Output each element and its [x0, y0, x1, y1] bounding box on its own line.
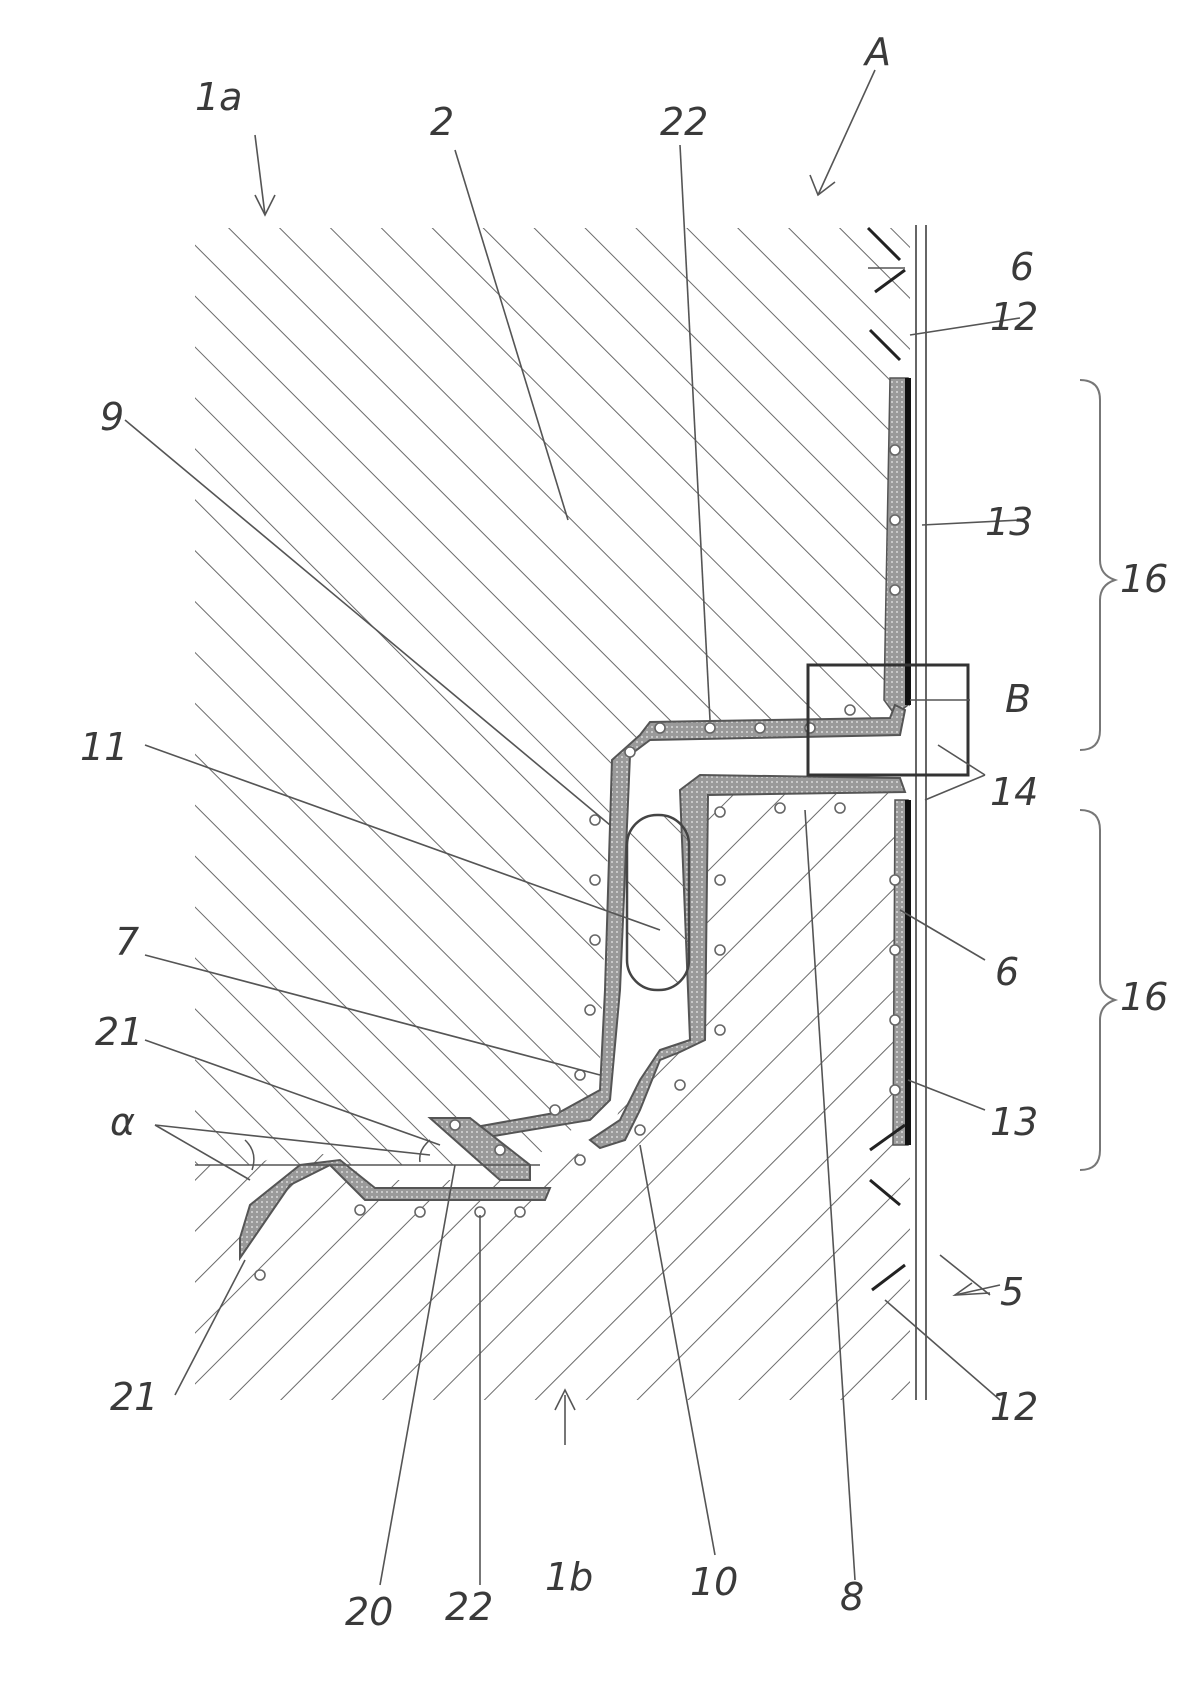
label-13-top: 13 [985, 500, 1033, 544]
label-2: 2 [430, 100, 454, 144]
label-6-top: 6 [1010, 245, 1034, 289]
adhesive-strip-13-lower [892, 799, 911, 1146]
lower-body-1b [195, 784, 910, 1400]
joint-line [195, 1139, 540, 1171]
leader-lines [124, 69, 1021, 1586]
seal-element-11 [625, 813, 691, 992]
label-8: 8 [840, 1575, 864, 1619]
label-22-bottom: 22 [445, 1585, 493, 1629]
label-21-bottom: 21 [110, 1375, 158, 1419]
label-11: 11 [80, 725, 128, 769]
bracket-16-upper [1079, 379, 1119, 751]
label-13-bottom: 13 [990, 1100, 1038, 1144]
label-21-left: 21 [95, 1010, 143, 1054]
bonding-points-22 [254, 444, 901, 1281]
upper-body-1a [195, 228, 910, 1165]
label-7: 7 [115, 920, 139, 964]
label-9: 9 [100, 395, 124, 439]
label-16-bottom: 16 [1120, 975, 1168, 1019]
label-16-top: 16 [1120, 557, 1168, 601]
label-20: 20 [345, 1590, 393, 1634]
label-14: 14 [990, 770, 1038, 814]
label-12-bottom: 12 [990, 1385, 1038, 1429]
label-A: A [862, 30, 891, 74]
edge-marks [866, 226, 906, 1292]
label-1a: 1a [195, 75, 242, 119]
label-10: 10 [690, 1560, 738, 1604]
label-alpha: α [110, 1100, 135, 1144]
reference-labels: 1a 2 22 A 6 12 13 16 B 14 6 16 13 5 12 9… [80, 30, 1168, 1634]
label-22-top: 22 [660, 100, 708, 144]
detail-box-b [806, 663, 970, 777]
label-1b: 1b [545, 1555, 593, 1599]
label-5: 5 [1000, 1270, 1024, 1314]
label-12-top: 12 [990, 295, 1038, 339]
label-B: B [1005, 677, 1031, 721]
label-6-mid: 6 [995, 950, 1019, 994]
outer-plate-5 [915, 225, 927, 1400]
bracket-16-lower [1079, 809, 1119, 1171]
